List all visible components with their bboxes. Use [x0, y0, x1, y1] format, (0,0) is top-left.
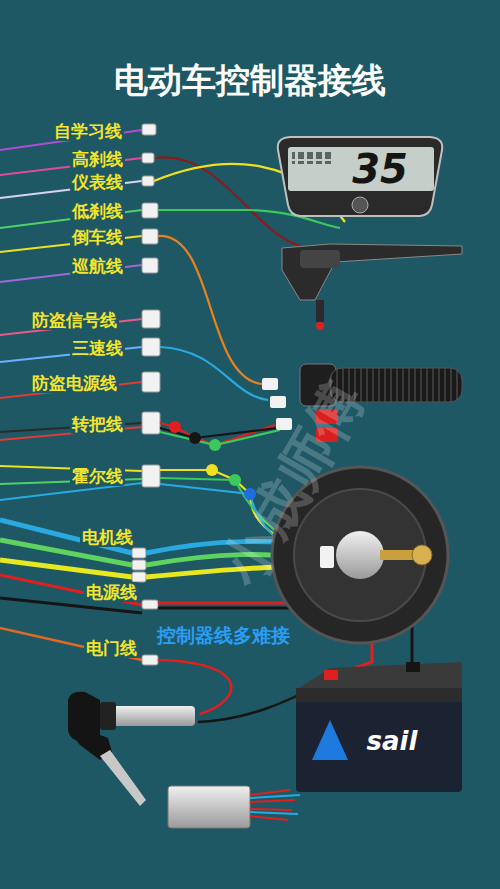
connector-plugs [142, 465, 160, 487]
connector-plugs [142, 176, 154, 186]
brake-lever [316, 300, 324, 322]
ignition-key [100, 702, 116, 730]
wire-label: 电门线 [84, 638, 139, 658]
brake-lever [300, 250, 340, 268]
wire-dots [229, 474, 241, 486]
wire-dots [206, 464, 218, 476]
battery [324, 670, 338, 680]
wire-label: 高刹线 [70, 149, 125, 169]
wire-label: 倒车线 [70, 227, 125, 247]
controller-box [250, 795, 300, 814]
wire-dots [169, 421, 181, 433]
battery-logo-text: sail [367, 726, 418, 757]
battery [296, 662, 462, 690]
connector-plugs [142, 153, 154, 163]
wire-label: 仪表线 [70, 172, 125, 192]
brake-lever [282, 244, 462, 330]
connector-plugs [132, 548, 146, 558]
wire-dots [209, 439, 221, 451]
battery [296, 688, 462, 792]
connector-plugs [142, 310, 160, 328]
battery [296, 688, 462, 702]
controller-box [168, 786, 300, 828]
hub-motor [336, 531, 384, 579]
wire-dots [169, 421, 256, 500]
left-fan-wires [0, 560, 132, 577]
device-wires [160, 347, 268, 400]
wire-label: 电机线 [80, 527, 135, 547]
device-wires [158, 236, 262, 384]
controller-box [168, 786, 250, 828]
wire-label: 巡航线 [70, 256, 125, 276]
connector-plugs [142, 229, 158, 244]
connector-plugs [132, 572, 146, 582]
battery-logo: sail [363, 725, 422, 759]
slogan: 控制器线多难接 [155, 624, 292, 647]
connector-plugs [142, 124, 156, 135]
ignition-key [100, 750, 146, 806]
left-fan-wires [0, 130, 142, 660]
throttle [262, 378, 278, 390]
lcd-speed-text: 35 [352, 145, 408, 193]
connector-plugs [142, 203, 158, 218]
meter [352, 197, 368, 213]
connector-plugs [142, 412, 160, 434]
hub-motor [412, 545, 432, 565]
hub-motor [320, 546, 334, 568]
connector-plugs [132, 560, 146, 570]
title: 电动车控制器接线 [0, 60, 500, 101]
connector-plugs [142, 258, 158, 273]
controller-box [250, 790, 295, 820]
meter [278, 137, 443, 216]
wire-label: 自学习线 [52, 121, 124, 141]
wire-label: 三速线 [70, 338, 125, 358]
battery [296, 662, 462, 792]
battery [406, 662, 420, 672]
brake-lever [316, 322, 324, 330]
wire-dots [189, 432, 201, 444]
wire-label: 霍尔线 [70, 466, 125, 486]
throttle [270, 396, 286, 408]
wire-label: 防盗信号线 [30, 310, 119, 330]
device-wires [158, 660, 231, 714]
wire-label: 转把线 [70, 414, 125, 434]
wire-label: 防盗电源线 [30, 373, 119, 393]
brake-lever [282, 244, 462, 300]
connector-plugs [142, 338, 160, 356]
ignition-key [110, 706, 195, 726]
meter [292, 152, 332, 164]
wire-label: 电源线 [84, 582, 139, 602]
connector-plugs [142, 655, 158, 665]
connector-plugs [142, 372, 160, 392]
wire-label: 低刹线 [70, 201, 125, 221]
lcd-speed: 35 [348, 144, 412, 194]
left-fan-wires [0, 628, 142, 660]
connector-plugs [142, 600, 158, 609]
meter [278, 137, 443, 216]
battery [312, 720, 348, 760]
